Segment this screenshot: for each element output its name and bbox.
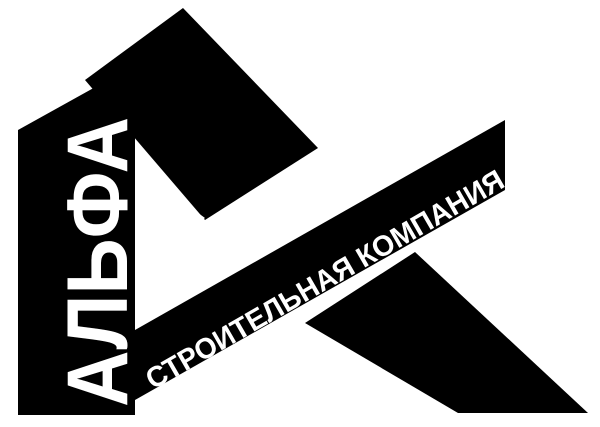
logo-left-column-shape — [18, 65, 135, 415]
logo-lower-leg-shape — [305, 252, 588, 413]
logo-notch-shape — [137, 168, 205, 270]
logo-upper-arm-shape — [85, 8, 318, 220]
brand-name: АЛЬФА — [50, 117, 146, 407]
logo-diagonal-band-shape — [135, 120, 505, 400]
